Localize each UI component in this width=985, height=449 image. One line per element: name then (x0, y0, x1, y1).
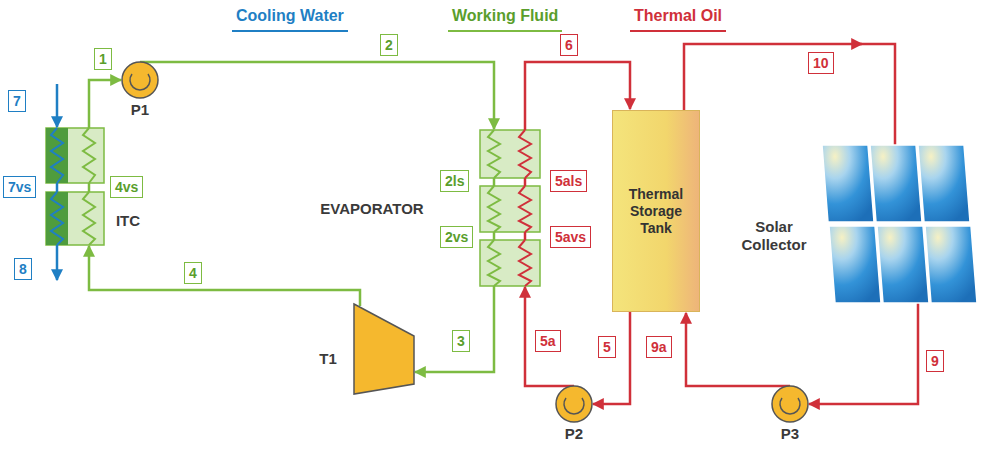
pipe (88, 183, 91, 192)
fluid-coil (488, 186, 500, 232)
turbine-symbol (354, 304, 414, 394)
state-number: 6 (560, 34, 578, 56)
pipe (686, 313, 790, 386)
state-label: 5als (555, 173, 582, 189)
oil-coil (519, 240, 531, 286)
pump-symbol (556, 386, 592, 422)
fluid-coil (488, 130, 500, 178)
state-number: 2ls (440, 170, 469, 192)
state-label: 4vs (115, 179, 138, 195)
storage-tank: Thermal Storage Tank (612, 110, 700, 312)
state-label: 10 (813, 55, 829, 71)
state-label: 5avs (555, 229, 586, 245)
exchanger-shell (480, 186, 540, 232)
fluid-coil (83, 192, 95, 245)
state-number: 3 (452, 330, 470, 352)
exchanger-shell (480, 130, 540, 178)
state-number: 5a (535, 330, 561, 352)
solar-panel (877, 226, 929, 303)
state-number: 8 (14, 258, 32, 280)
state-number: 5avs (550, 226, 591, 248)
pipe (524, 178, 527, 186)
state-label: 9a (651, 339, 667, 355)
component-label: Solar Collector (730, 218, 818, 254)
fluid-coil (83, 128, 95, 183)
state-label: 7vs (8, 179, 31, 195)
pipe (493, 232, 496, 240)
state-number: 9 (926, 350, 944, 372)
solar-panel (822, 145, 874, 222)
solar-panel (829, 226, 881, 303)
solar-panels (822, 145, 977, 303)
fluid-coil (488, 240, 500, 286)
legend-entry: Working Fluid (448, 6, 562, 32)
evaporator (480, 130, 540, 286)
oil-coil (519, 186, 531, 232)
state-number: 2 (380, 34, 398, 56)
solar-panel (918, 145, 970, 222)
state-label: 6 (565, 37, 573, 53)
pipe (858, 44, 895, 145)
exchanger-shell (480, 240, 540, 286)
state-label: 4 (189, 265, 197, 281)
state-label: 1 (99, 51, 107, 67)
state-label: 2vs (445, 229, 468, 245)
state-number: 5als (550, 170, 587, 192)
pump-symbol (772, 386, 808, 422)
component-label: T1 (319, 350, 337, 368)
pipe (415, 286, 494, 372)
pipe (56, 183, 59, 192)
state-number: 1 (94, 48, 112, 70)
state-number: 5 (598, 336, 616, 358)
pipe (684, 44, 862, 110)
pipe (593, 312, 630, 404)
component-label: ITC (116, 212, 140, 230)
pipe (56, 245, 59, 280)
state-number: 7 (8, 90, 26, 112)
state-label: 8 (19, 261, 27, 277)
state-number: 9a (646, 336, 672, 358)
legend-entry: Thermal Oil (630, 6, 726, 32)
pump-symbol (122, 62, 158, 98)
component-label: P3 (781, 425, 799, 443)
itc-exchanger (46, 128, 104, 245)
pipes (57, 44, 918, 404)
pipe (493, 178, 496, 186)
solar-panel (925, 226, 977, 303)
legend-entry: Cooling Water (232, 6, 348, 32)
state-label: 9 (931, 353, 939, 369)
state-label: 5a (540, 333, 556, 349)
pipe (809, 303, 918, 404)
state-label: 2 (385, 37, 393, 53)
state-label: 7 (13, 93, 21, 109)
solar-panel (870, 145, 922, 222)
state-label: 2ls (445, 173, 464, 189)
state-label: 5 (603, 339, 611, 355)
pipe (89, 80, 121, 128)
water-coil (51, 128, 63, 183)
state-number: 10 (808, 52, 834, 74)
state-label: 3 (457, 333, 465, 349)
component-label: P2 (565, 425, 583, 443)
state-number: 7vs (3, 176, 36, 198)
exchanger-shell (46, 128, 104, 183)
pipe (524, 232, 527, 240)
tank-name: Thermal Storage Tank (617, 186, 695, 237)
oil-coil (519, 130, 531, 178)
component-label: EVAPORATOR (320, 200, 423, 218)
state-number: 4 (184, 262, 202, 284)
component-label: P1 (131, 101, 149, 119)
state-number: 2vs (440, 226, 473, 248)
exchanger-strip (46, 192, 68, 245)
pipe (140, 62, 494, 129)
exchanger-strip (46, 128, 68, 183)
state-number: 4vs (110, 176, 143, 198)
water-coil (51, 192, 63, 245)
exchanger-shell (46, 192, 104, 245)
pipe (525, 287, 574, 386)
pipe (89, 246, 360, 306)
pipe (56, 84, 59, 127)
